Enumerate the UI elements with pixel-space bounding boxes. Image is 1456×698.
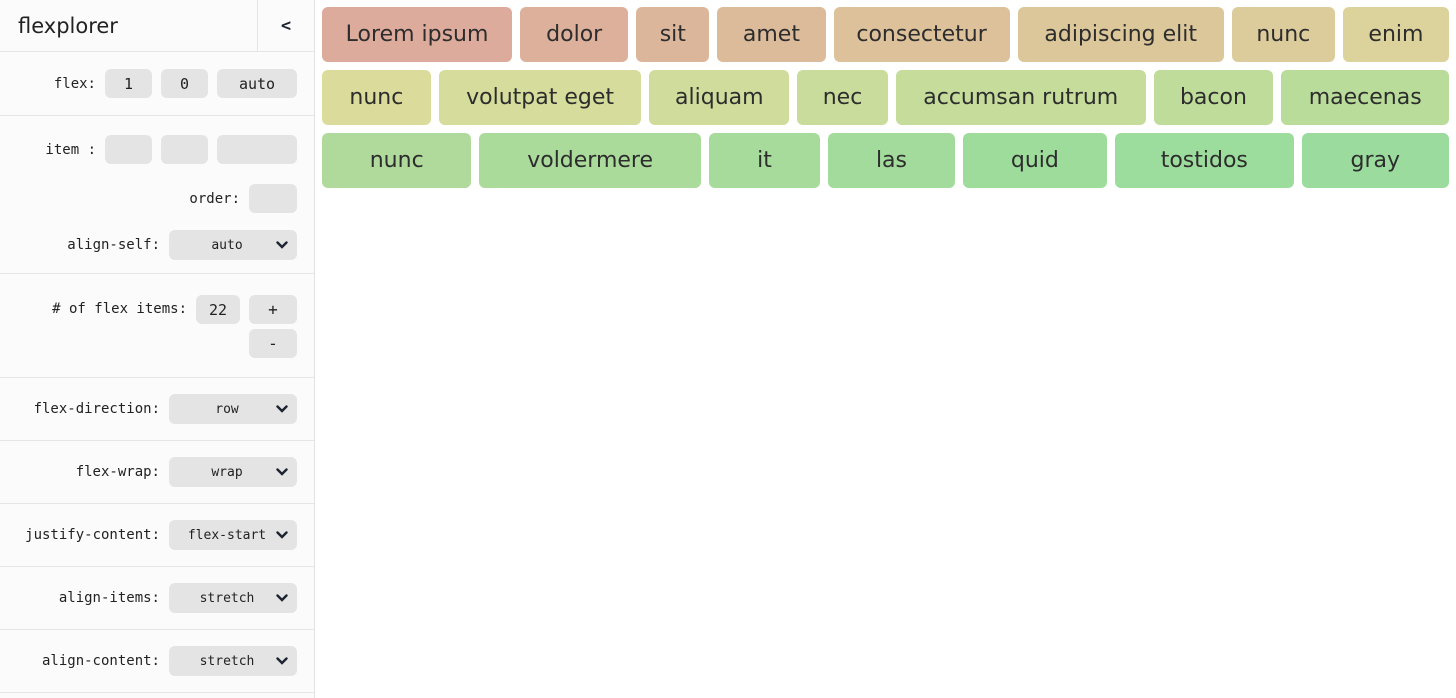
- flex-item: nunc: [1231, 7, 1335, 62]
- flex-item: volutpat eget: [438, 70, 642, 125]
- flex-item: nunc: [322, 70, 431, 125]
- sidebar-header: flexplorer <: [0, 0, 314, 52]
- justify-content-section: justify-content: flex-start: [0, 504, 314, 567]
- flex-item: consectetur: [833, 7, 1010, 62]
- flex-items-count-section: # of flex items: + -: [0, 274, 314, 378]
- flex-label: flex:: [53, 75, 96, 92]
- flex-item: gray: [1301, 133, 1449, 188]
- chevron-left-icon: <: [280, 15, 292, 36]
- item-grow-input[interactable]: [105, 135, 152, 164]
- flex-item: accumsan rutrum: [895, 70, 1146, 125]
- flex-shrink-input[interactable]: [161, 69, 208, 98]
- collapse-sidebar-button[interactable]: <: [257, 0, 314, 51]
- flex-direction-section: flex-direction: row: [0, 378, 314, 441]
- count-label: # of flex items:: [52, 301, 187, 317]
- flex-item: aliquam: [649, 70, 790, 125]
- item-label: item :: [45, 141, 96, 158]
- count-input[interactable]: [196, 295, 240, 324]
- flex-direction-label: flex-direction:: [33, 401, 160, 417]
- align-content-label: align-content:: [41, 653, 160, 669]
- flex-grow-input[interactable]: [105, 69, 152, 98]
- flex-item: nunc: [322, 133, 472, 188]
- app-title: flexplorer: [18, 13, 118, 38]
- flex-item: bacon: [1153, 70, 1274, 125]
- flex-item: dolor: [520, 7, 629, 62]
- flex-item: amet: [717, 7, 826, 62]
- order-input[interactable]: [249, 184, 297, 213]
- flex-direction-select[interactable]: row: [169, 394, 297, 424]
- flex-item: sit: [636, 7, 710, 62]
- justify-content-label: justify-content:: [25, 527, 160, 543]
- justify-content-select[interactable]: flex-start: [169, 520, 297, 550]
- align-self-select[interactable]: auto: [169, 230, 297, 260]
- align-items-select[interactable]: stretch: [169, 583, 297, 613]
- flex-wrap-section: flex-wrap: wrap: [0, 441, 314, 504]
- flex-item: quid: [962, 133, 1108, 188]
- item-shrink-input[interactable]: [161, 135, 208, 164]
- order-label: order:: [189, 190, 240, 207]
- align-self-label: align-self:: [67, 237, 160, 253]
- align-items-section: align-items: stretch: [0, 567, 314, 630]
- sidebar: flexplorer < flex: item : order: align-s…: [0, 0, 315, 698]
- flex-item: Lorem ipsum: [322, 7, 513, 62]
- align-content-section: align-content: stretch: [0, 630, 314, 693]
- flex-item: voldermere: [479, 133, 701, 188]
- align-content-select[interactable]: stretch: [169, 646, 297, 676]
- add-item-button[interactable]: +: [249, 295, 297, 324]
- remove-item-button[interactable]: -: [249, 329, 297, 358]
- flex-item: maecenas: [1281, 70, 1450, 125]
- item-section: item : order: align-self: auto: [0, 116, 314, 274]
- flex-item: nec: [797, 70, 888, 125]
- flex-shorthand-section: flex:: [0, 52, 314, 116]
- flex-item: las: [828, 133, 955, 188]
- item-basis-input[interactable]: [217, 135, 297, 164]
- align-items-label: align-items:: [58, 590, 160, 606]
- flex-basis-input[interactable]: [217, 69, 297, 98]
- flex-wrap-label: flex-wrap:: [75, 464, 160, 480]
- flex-item: enim: [1342, 7, 1449, 62]
- flex-item: tostidos: [1115, 133, 1294, 188]
- flex-item: it: [708, 133, 821, 188]
- flex-item: adipiscing elit: [1017, 7, 1224, 62]
- flex-wrap-select[interactable]: wrap: [169, 457, 297, 487]
